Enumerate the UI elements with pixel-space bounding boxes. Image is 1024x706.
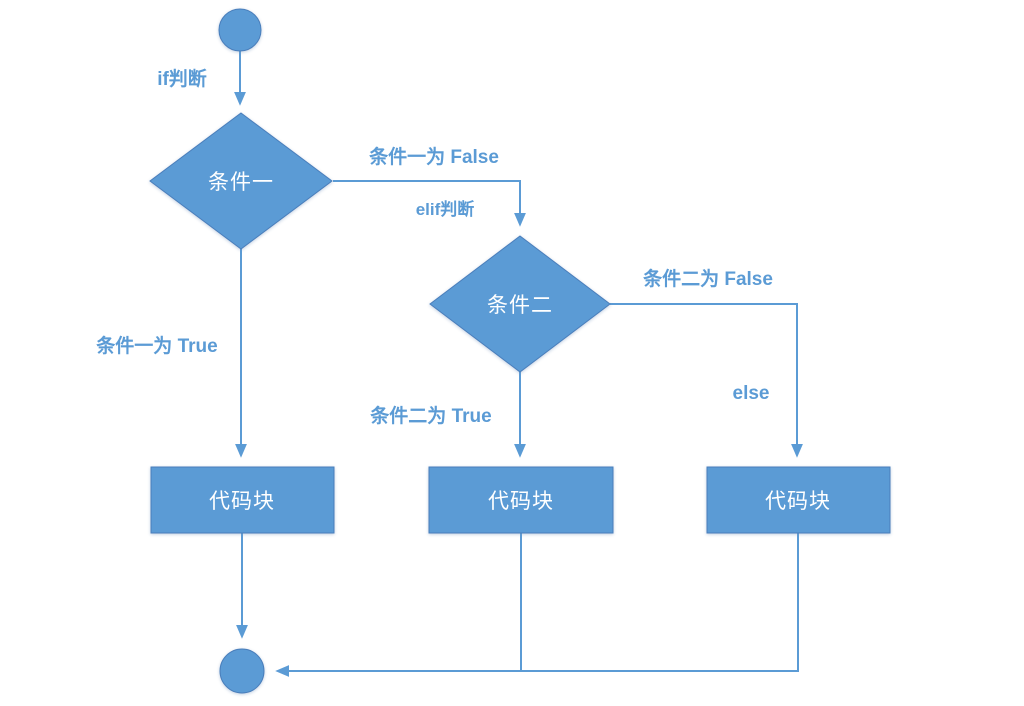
condition-1-diamond: 条件一 — [149, 112, 333, 250]
edge-label-cond1-true: 条件一为 True — [96, 334, 217, 357]
edge-label-cond2-false: 条件二为 False — [643, 267, 773, 290]
condition-2-label: 条件二 — [487, 294, 553, 317]
condition-1-label: 条件一 — [208, 171, 274, 194]
code-block-1-label: 代码块 — [209, 490, 275, 513]
start-node — [218, 8, 262, 52]
code-block-1: 代码块 — [150, 466, 335, 534]
edge-label-cond2-true: 条件二为 True — [370, 404, 491, 427]
edge-block3-to-end — [275, 533, 799, 677]
code-block-2: 代码块 — [428, 466, 614, 534]
edge-label-if: if判断 — [157, 67, 207, 90]
edge-label-else: else — [733, 383, 770, 404]
condition-2-diamond: 条件二 — [429, 235, 611, 373]
code-block-3-label: 代码块 — [765, 490, 831, 513]
code-block-3: 代码块 — [706, 466, 891, 534]
end-node — [219, 648, 265, 694]
edge-cond1-false-to-cond2 — [333, 180, 526, 227]
edge-label-cond1-false: 条件一为 False — [369, 145, 499, 168]
edge-label-elif: elif判断 — [416, 199, 475, 219]
edge-cond2-false-to-block3 — [610, 303, 803, 458]
code-block-2-label: 代码块 — [488, 490, 554, 513]
